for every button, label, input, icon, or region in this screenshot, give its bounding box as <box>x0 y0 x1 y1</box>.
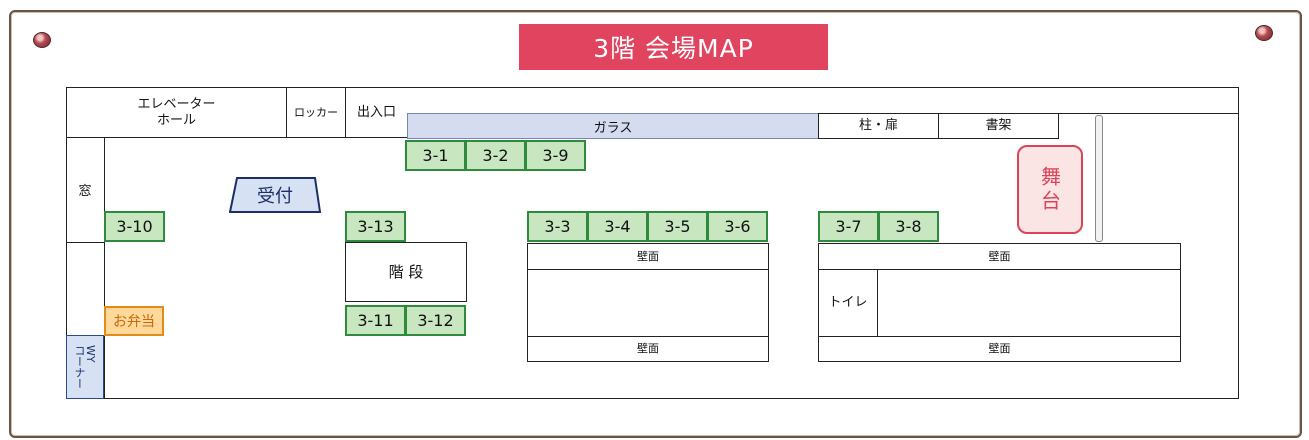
window-label: 窓 <box>78 184 92 199</box>
booth-3-9[interactable]: 3-9 <box>525 140 586 171</box>
wy-corner: WY コーナー <box>66 335 104 399</box>
left-column-line <box>104 138 105 399</box>
pin-icon-left <box>33 32 51 48</box>
glass-wall: ガラス <box>407 113 819 139</box>
toilet: トイレ <box>818 269 878 337</box>
wall-mid-top: 壁面 <box>527 243 769 270</box>
booth-3-5[interactable]: 3-5 <box>647 211 708 242</box>
pin-icon-right <box>1255 25 1273 41</box>
booth-3-7[interactable]: 3-7 <box>818 211 879 242</box>
wall-mid-bottom: 壁面 <box>527 336 769 362</box>
page-title: 3階 会場MAP <box>519 24 828 70</box>
booth-3-4[interactable]: 3-4 <box>587 211 648 242</box>
stairs: 階 段 <box>345 242 467 302</box>
right-room <box>877 269 1181 337</box>
booth-3-12[interactable]: 3-12 <box>405 305 466 336</box>
booth-3-2[interactable]: 3-2 <box>465 140 526 171</box>
wy-corner-label: WY コーナー <box>73 345 97 389</box>
top-wall <box>407 87 1239 114</box>
pillar-door: 柱・扉 <box>818 113 939 139</box>
reception-desk: 受付 <box>229 177 321 213</box>
stage: 舞台 <box>1017 145 1083 234</box>
elevator-hall: エレベーター ホール <box>66 87 287 138</box>
entrance: 出入口 <box>345 87 408 138</box>
bento-area: お弁当 <box>104 306 164 336</box>
side-panel <box>1095 115 1103 242</box>
booth-3-8[interactable]: 3-8 <box>878 211 939 242</box>
reception-shape <box>229 177 321 213</box>
wall-right-top: 壁面 <box>818 243 1181 270</box>
mid-room <box>527 269 769 337</box>
booth-3-6[interactable]: 3-6 <box>707 211 768 242</box>
reception-label: 受付 <box>257 186 293 207</box>
bookshelf: 書架 <box>938 113 1059 139</box>
wall-right-bottom: 壁面 <box>818 336 1181 362</box>
booth-3-3[interactable]: 3-3 <box>527 211 588 242</box>
booth-3-13[interactable]: 3-13 <box>345 211 406 242</box>
booth-3-1[interactable]: 3-1 <box>405 140 466 171</box>
booth-3-11[interactable]: 3-11 <box>345 305 406 336</box>
left-divider <box>66 242 104 243</box>
booth-3-10[interactable]: 3-10 <box>104 211 165 242</box>
locker: ロッカー <box>286 87 346 138</box>
